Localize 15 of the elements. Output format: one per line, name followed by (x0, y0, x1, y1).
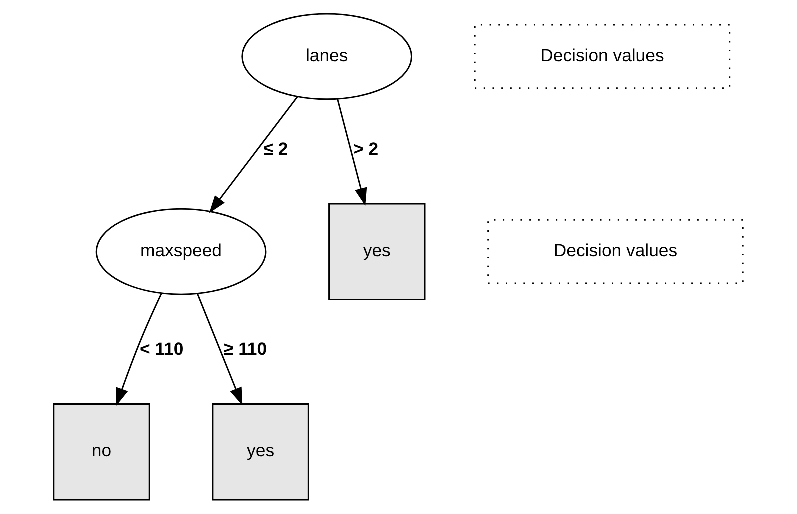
node-box: yes (212, 404, 310, 501)
edge-label: < 110 (140, 339, 184, 360)
node-box: Decision values (474, 24, 731, 90)
arrow (197, 294, 243, 406)
node-ellipse: lanes (242, 13, 412, 100)
arrow (209, 96, 298, 214)
node-box: yes (328, 203, 426, 300)
arrow (337, 99, 368, 206)
node-box: no (53, 404, 150, 501)
node-box: Decision values (488, 219, 744, 284)
edge-label: > 2 (354, 138, 379, 159)
arrow (116, 293, 162, 406)
node-ellipse: maxspeed (96, 208, 267, 296)
edge-label: ≥ 110 (224, 339, 268, 360)
edge-label: ≤ 2 (264, 138, 288, 159)
